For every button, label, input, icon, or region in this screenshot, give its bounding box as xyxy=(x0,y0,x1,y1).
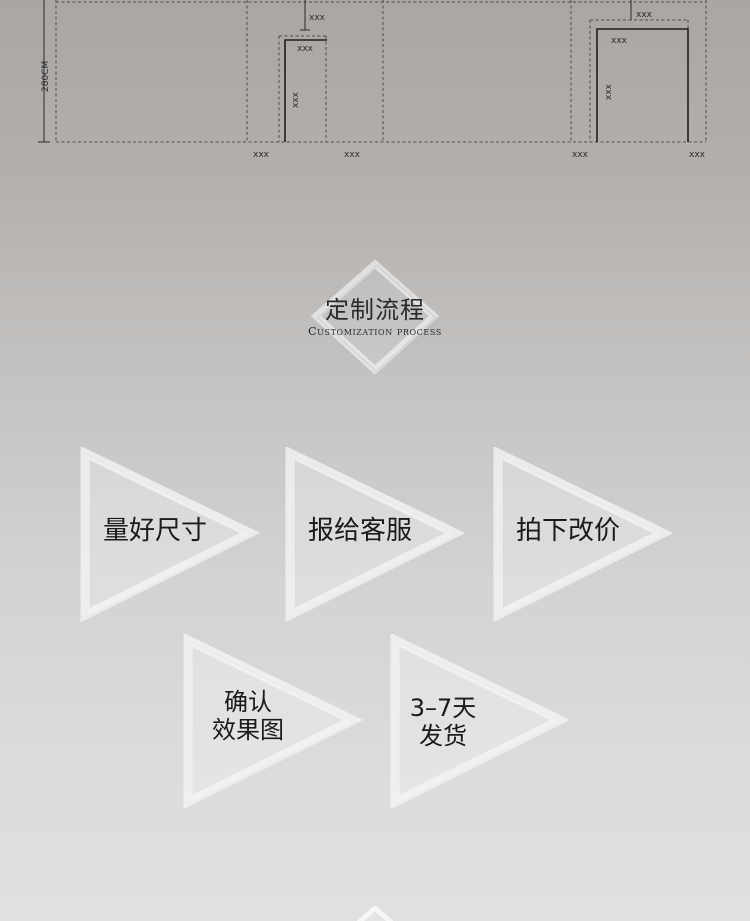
dim-label: xxx xyxy=(253,150,270,160)
dim-label: xxx xyxy=(309,13,326,23)
dim-label: xxx xyxy=(636,10,653,20)
triangle-icon xyxy=(80,447,261,622)
step-label: 确认 效果图 xyxy=(212,688,284,744)
section-subtitle: Customization process xyxy=(308,325,442,338)
process-step-measure: 量好尺寸 xyxy=(80,447,265,622)
right-opening-outline xyxy=(596,28,689,142)
triangle-icon xyxy=(493,447,674,622)
process-step-order: 拍下改价 xyxy=(493,447,678,622)
next-section-diamond xyxy=(356,906,394,921)
cabinet-elevation-diagram: 280CM xxx xxx xxx xxx xxx xxx xxx xxx xx… xyxy=(38,0,707,160)
step-label: 量好尺寸 xyxy=(102,516,207,546)
dim-label: xxx xyxy=(604,83,614,100)
dim-label: xxx xyxy=(611,36,628,46)
triangle-icon xyxy=(285,447,466,622)
title-diamond xyxy=(310,259,440,375)
height-dimension-label: 280CM xyxy=(41,61,51,92)
dim-label: xxx xyxy=(572,150,589,160)
dim-label: xxx xyxy=(344,150,361,160)
step-label: 3–7天 发货 xyxy=(409,694,477,750)
process-step-confirm: 确认 效果图 xyxy=(183,634,368,809)
step-label: 拍下改价 xyxy=(515,516,620,546)
section-title: 定制流程 xyxy=(325,296,425,324)
left-opening-outline xyxy=(284,39,327,142)
triangle-icon xyxy=(390,634,571,809)
dim-label: xxx xyxy=(297,44,314,54)
step-label: 报给客服 xyxy=(307,516,412,546)
process-step-contact: 报给客服 xyxy=(285,447,470,622)
dim-label: xxx xyxy=(689,150,706,160)
triangle-icon xyxy=(183,634,364,809)
process-step-ship: 3–7天 发货 xyxy=(390,634,575,809)
dim-label: xxx xyxy=(291,91,301,108)
